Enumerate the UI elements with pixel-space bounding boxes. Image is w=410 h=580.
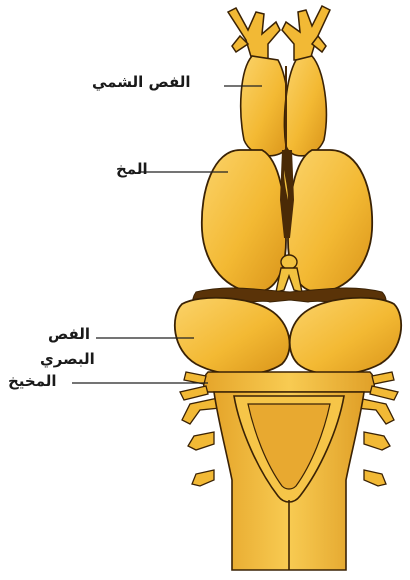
label-optic-lobe-line2: البصري xyxy=(40,350,95,368)
optic-lobes xyxy=(175,298,401,375)
medulla xyxy=(214,392,364,570)
cerebellum-band xyxy=(204,372,375,392)
olfactory-nerves xyxy=(228,6,330,60)
label-optic-lobe-line1: الفص xyxy=(48,325,90,343)
label-cerebellum: المخيخ xyxy=(8,372,57,390)
label-olfactory-lobe: الفص الشمي xyxy=(92,73,191,91)
label-cerebrum: المخ xyxy=(116,160,148,178)
olfactory-lobes xyxy=(241,56,327,156)
